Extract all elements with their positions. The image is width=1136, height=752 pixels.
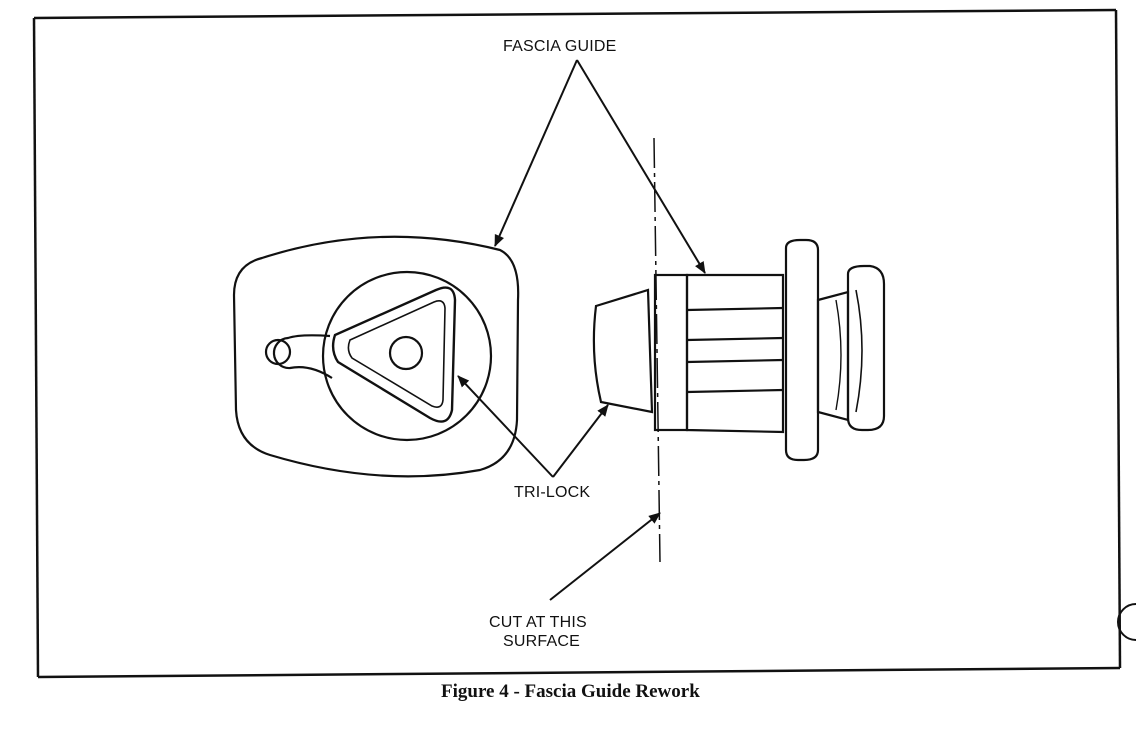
fascia-guide-side-view — [592, 238, 886, 462]
edge-mark — [1117, 603, 1136, 641]
figure-caption: Figure 4 - Fascia Guide Rework — [441, 681, 700, 702]
surface-label: SURFACE — [503, 633, 580, 650]
cap — [846, 264, 886, 432]
tri-lock-side — [592, 288, 654, 414]
cut-at-this-label: CUT AT THIS — [489, 614, 587, 631]
outer-ring — [321, 270, 493, 442]
tri-lock-label: TRI-LOCK — [514, 484, 591, 501]
collar — [784, 238, 820, 462]
tab-hole — [264, 338, 292, 366]
tab-outline — [272, 334, 333, 379]
body-flange — [653, 273, 689, 432]
fascia-guide-label: FASCIA GUIDE — [503, 38, 617, 55]
leader-arrows — [457, 59, 706, 601]
center-hole — [388, 335, 424, 371]
figure-border — [32, 8, 1122, 679]
cut-line — [653, 137, 661, 563]
fascia-guide-face-view — [232, 235, 520, 478]
